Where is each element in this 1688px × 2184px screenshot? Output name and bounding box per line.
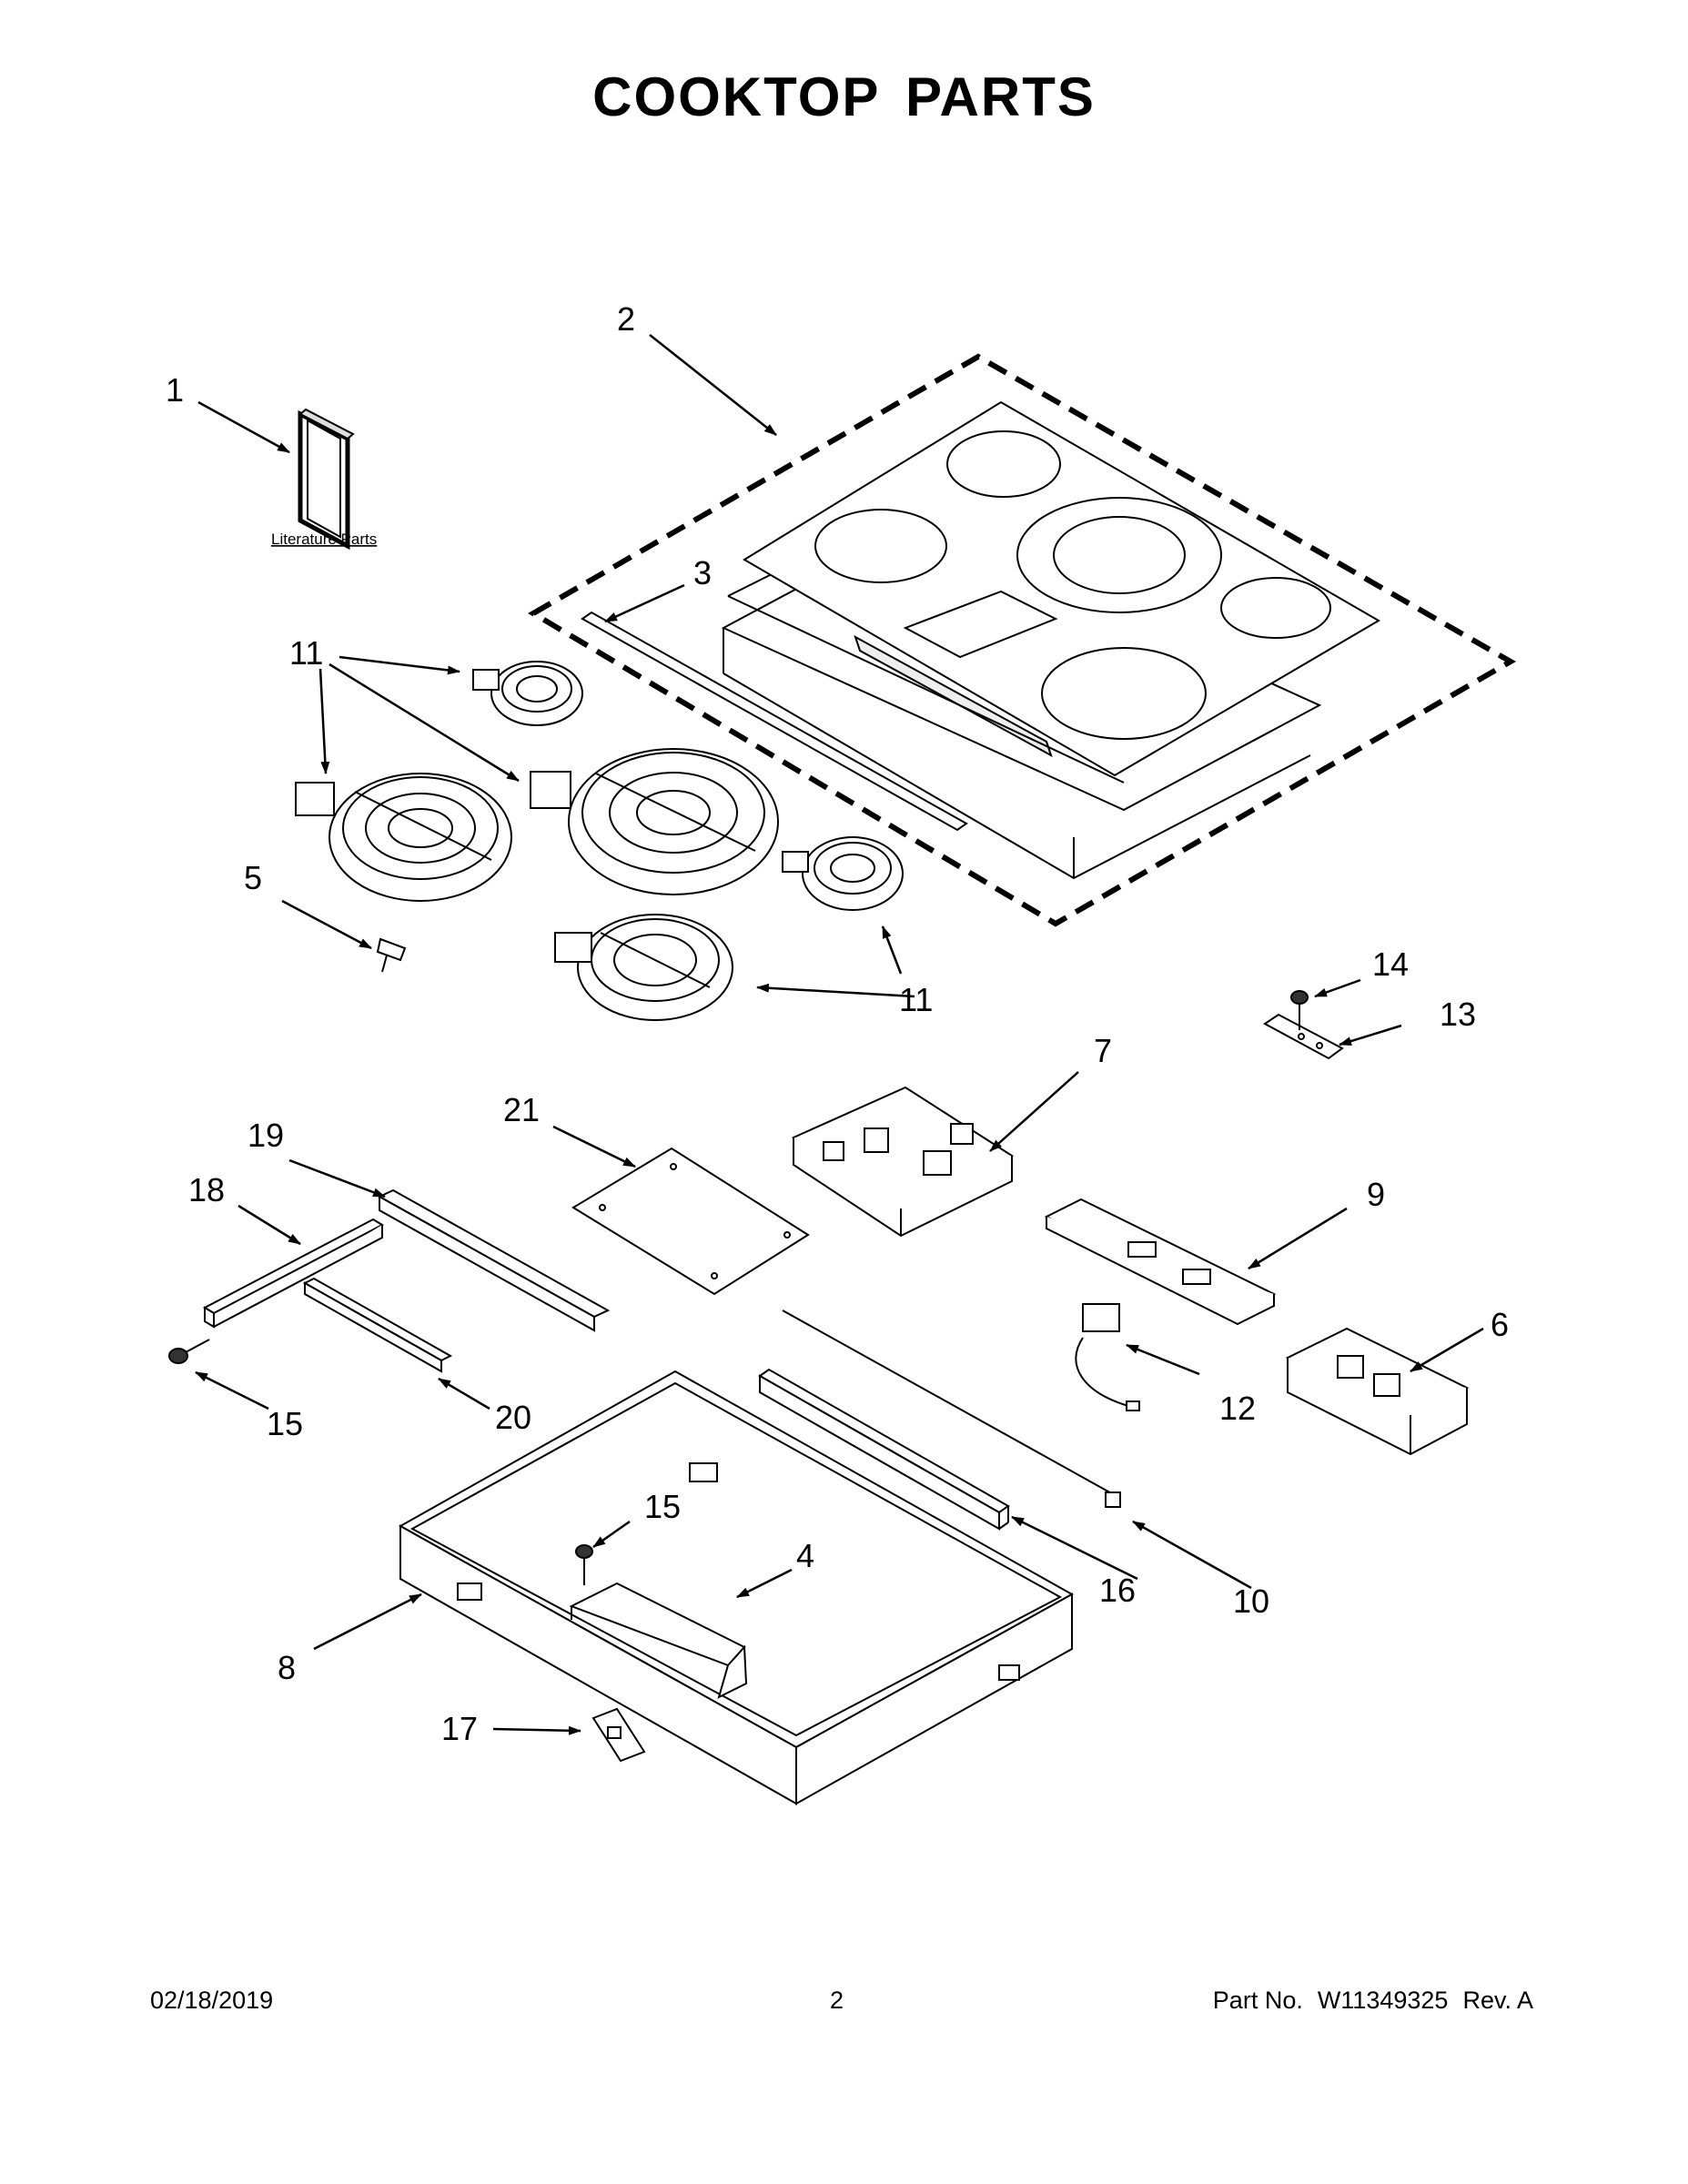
limiter-clip (376, 937, 407, 973)
wire-harness (782, 1309, 1121, 1508)
literature-parts-label: Literature Parts (271, 531, 377, 548)
glass-cooktop (743, 400, 1380, 777)
relay-board (1285, 1327, 1470, 1456)
callout-6: 6 (1491, 1306, 1509, 1343)
callout-21: 21 (503, 1091, 540, 1128)
wire-shield (569, 1582, 748, 1699)
callout-5: 5 (244, 859, 262, 896)
footer-date: 02/18/2019 (150, 1987, 274, 2014)
callout-15-center: 15 (644, 1488, 681, 1525)
large-element-center (530, 748, 779, 895)
callout-18: 18 (188, 1171, 225, 1208)
callout-8: 8 (278, 1649, 296, 1686)
harness-sensor (1075, 1303, 1140, 1411)
medium-element-front (554, 914, 733, 1021)
callout-3: 3 (693, 554, 712, 592)
screw-center (575, 1544, 593, 1585)
callout-17: 17 (441, 1710, 478, 1747)
callout-9: 9 (1367, 1176, 1385, 1213)
callout-10: 10 (1233, 1582, 1269, 1620)
ui-board (1044, 1198, 1277, 1326)
callout-12: 12 (1219, 1390, 1256, 1427)
control-board (791, 1086, 1015, 1238)
spacer-bar (758, 1368, 1010, 1531)
callout-2: 2 (617, 300, 635, 338)
footer-part-info: Part No. W11349325 Rev. A (1198, 1987, 1533, 2015)
callout-15-left: 15 (267, 1405, 303, 1442)
screw-left (168, 1339, 210, 1364)
side-rail (202, 1218, 385, 1329)
callout-16: 16 (1099, 1572, 1136, 1609)
callout-11-top: 11 (289, 634, 323, 672)
terminal-cover (591, 1707, 646, 1763)
callout-13: 13 (1440, 996, 1476, 1033)
small-element-right (782, 836, 904, 911)
rear-rail (377, 1188, 611, 1332)
footer-revision: Rev. A (1462, 1987, 1533, 2014)
callout-7: 7 (1094, 1032, 1112, 1069)
trim-strip (581, 611, 968, 832)
callout-leaders (195, 334, 1484, 1735)
front-rail (302, 1277, 453, 1373)
footer-part-label: Part No. (1212, 1987, 1303, 2014)
callout-1: 1 (166, 371, 184, 409)
footer-page-number: 2 (830, 1987, 844, 2014)
callout-19: 19 (248, 1117, 284, 1154)
large-element-left (295, 773, 512, 902)
footer-part-number: W11349325 (1317, 1987, 1449, 2014)
callout-14: 14 (1372, 945, 1409, 983)
cooktop-box (398, 1370, 1075, 1805)
small-element-rear (472, 661, 583, 726)
callout-4: 4 (796, 1537, 814, 1574)
bracket-with-screw (1263, 990, 1344, 1060)
callout-20: 20 (495, 1399, 531, 1436)
page-title: COOKTOP PARTS (592, 66, 1096, 127)
callout-11-bottom: 11 (899, 981, 933, 1018)
cooktop-assembly-boundary (528, 353, 1517, 927)
insulation-sheet (571, 1147, 810, 1296)
literature-booklet (298, 408, 355, 551)
